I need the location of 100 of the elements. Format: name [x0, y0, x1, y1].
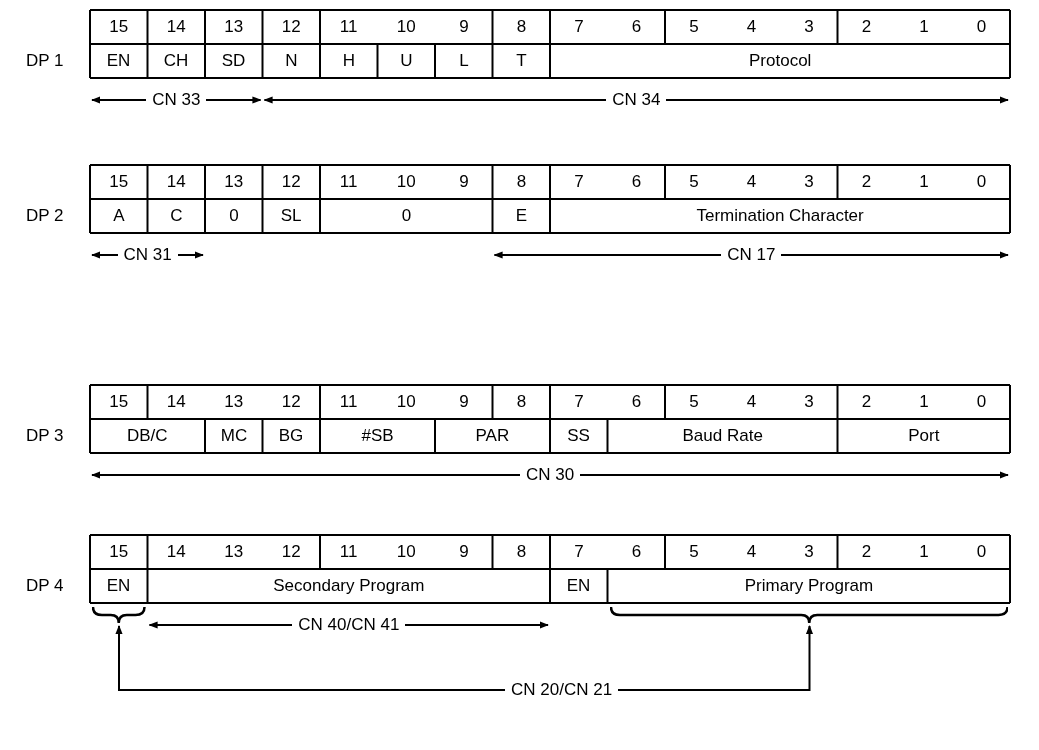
bit-number: 0 [976, 392, 987, 412]
bit-number: 7 [574, 172, 584, 192]
leader-arrow [617, 625, 814, 691]
bit-number: 6 [631, 542, 642, 562]
bit-number: 11 [339, 392, 358, 412]
bit-number: 2 [861, 542, 872, 562]
register-name: DP 4 [26, 576, 64, 596]
field-name: SD [221, 51, 246, 71]
bit-number: 15 [109, 172, 129, 192]
bit-number: 6 [631, 172, 642, 192]
bit-number: 3 [804, 392, 814, 412]
bit-number: 12 [281, 542, 301, 562]
bit-number: 5 [689, 542, 699, 562]
bit-number: 13 [224, 392, 244, 412]
field-name: T [516, 51, 527, 71]
bit-number: 4 [746, 172, 757, 192]
bit-number: 3 [804, 542, 814, 562]
field-name: BG [278, 426, 304, 446]
bit-number: 3 [804, 17, 814, 37]
bit-number: 2 [861, 17, 872, 37]
bit-number: 6 [631, 17, 642, 37]
field-name: EN [566, 576, 591, 596]
leader-arrow [115, 625, 506, 691]
field-name: N [285, 51, 298, 71]
bit-number: 11 [339, 542, 358, 562]
register-name: DP 3 [26, 426, 64, 446]
bit-number: 11 [339, 17, 358, 37]
field-name: #SB [361, 426, 394, 446]
field-name: 0 [229, 206, 239, 226]
bit-number: 4 [746, 542, 757, 562]
bit-number: 8 [516, 542, 527, 562]
bit-number: 8 [516, 172, 527, 192]
field-name: U [400, 51, 413, 71]
bit-number: 2 [861, 392, 872, 412]
bit-number: 1 [919, 392, 929, 412]
bit-number: 4 [746, 392, 757, 412]
field-name: Protocol [749, 51, 812, 71]
field-name: Baud Rate [682, 426, 763, 446]
bit-number: 0 [976, 172, 987, 192]
register-name: DP 2 [26, 206, 64, 226]
bit-number: 13 [224, 542, 244, 562]
curly-brace [92, 606, 146, 624]
field-name: Secondary Program [273, 576, 425, 596]
bit-number: 1 [919, 542, 929, 562]
bit-number: 9 [459, 542, 469, 562]
bit-number: 5 [689, 392, 699, 412]
bit-number: 3 [804, 172, 814, 192]
field-name: SL [280, 206, 302, 226]
field-name: C [170, 206, 183, 226]
field-name: DB/C [127, 426, 168, 446]
bit-number: 9 [459, 17, 469, 37]
bit-number: 15 [109, 542, 129, 562]
bit-number: 10 [396, 17, 416, 37]
bit-number: 12 [281, 17, 301, 37]
curly-brace [609, 606, 1008, 624]
bit-number: 9 [459, 392, 469, 412]
bit-number: 14 [166, 392, 186, 412]
field-name: EN [106, 51, 131, 71]
register-name: DP 1 [26, 51, 64, 71]
bit-number: 10 [396, 542, 416, 562]
field-name: PAR [475, 426, 510, 446]
bit-number: 6 [631, 392, 642, 412]
bit-number: 15 [109, 392, 129, 412]
field-name: H [342, 51, 356, 71]
bit-number: 7 [574, 542, 584, 562]
bit-number: 1 [919, 17, 929, 37]
bit-number: 11 [339, 172, 358, 192]
bit-number: 2 [861, 172, 872, 192]
bit-number: 8 [516, 392, 527, 412]
field-name: Port [908, 426, 940, 446]
bit-number: 1 [919, 172, 929, 192]
bit-number: 5 [689, 172, 699, 192]
bit-number: 4 [746, 17, 757, 37]
field-name: 0 [401, 206, 412, 226]
bit-number: 0 [976, 17, 987, 37]
bit-number: 12 [281, 392, 301, 412]
bit-number: 9 [459, 172, 469, 192]
bit-number: 14 [166, 172, 186, 192]
bit-number: 12 [281, 172, 301, 192]
field-name: L [459, 51, 469, 71]
field-name: CH [163, 51, 189, 71]
bit-number: 10 [396, 172, 416, 192]
bit-number: 13 [224, 17, 244, 37]
bit-number: 15 [109, 17, 129, 37]
bit-number: 14 [166, 542, 186, 562]
bit-number: 8 [516, 17, 527, 37]
bit-number: 7 [574, 392, 584, 412]
bit-number: 5 [689, 17, 699, 37]
field-name: EN [106, 576, 131, 596]
field-name: E [515, 206, 528, 226]
field-name: Primary Program [744, 576, 874, 596]
field-name: SS [567, 426, 590, 446]
field-name: MC [220, 426, 248, 446]
field-name: Termination Character [696, 206, 864, 226]
bit-number: 14 [166, 17, 186, 37]
bit-number: 13 [224, 172, 244, 192]
field-name: A [113, 206, 125, 226]
bit-number: 0 [976, 542, 987, 562]
bit-number: 7 [574, 17, 584, 37]
bit-number: 10 [396, 392, 416, 412]
